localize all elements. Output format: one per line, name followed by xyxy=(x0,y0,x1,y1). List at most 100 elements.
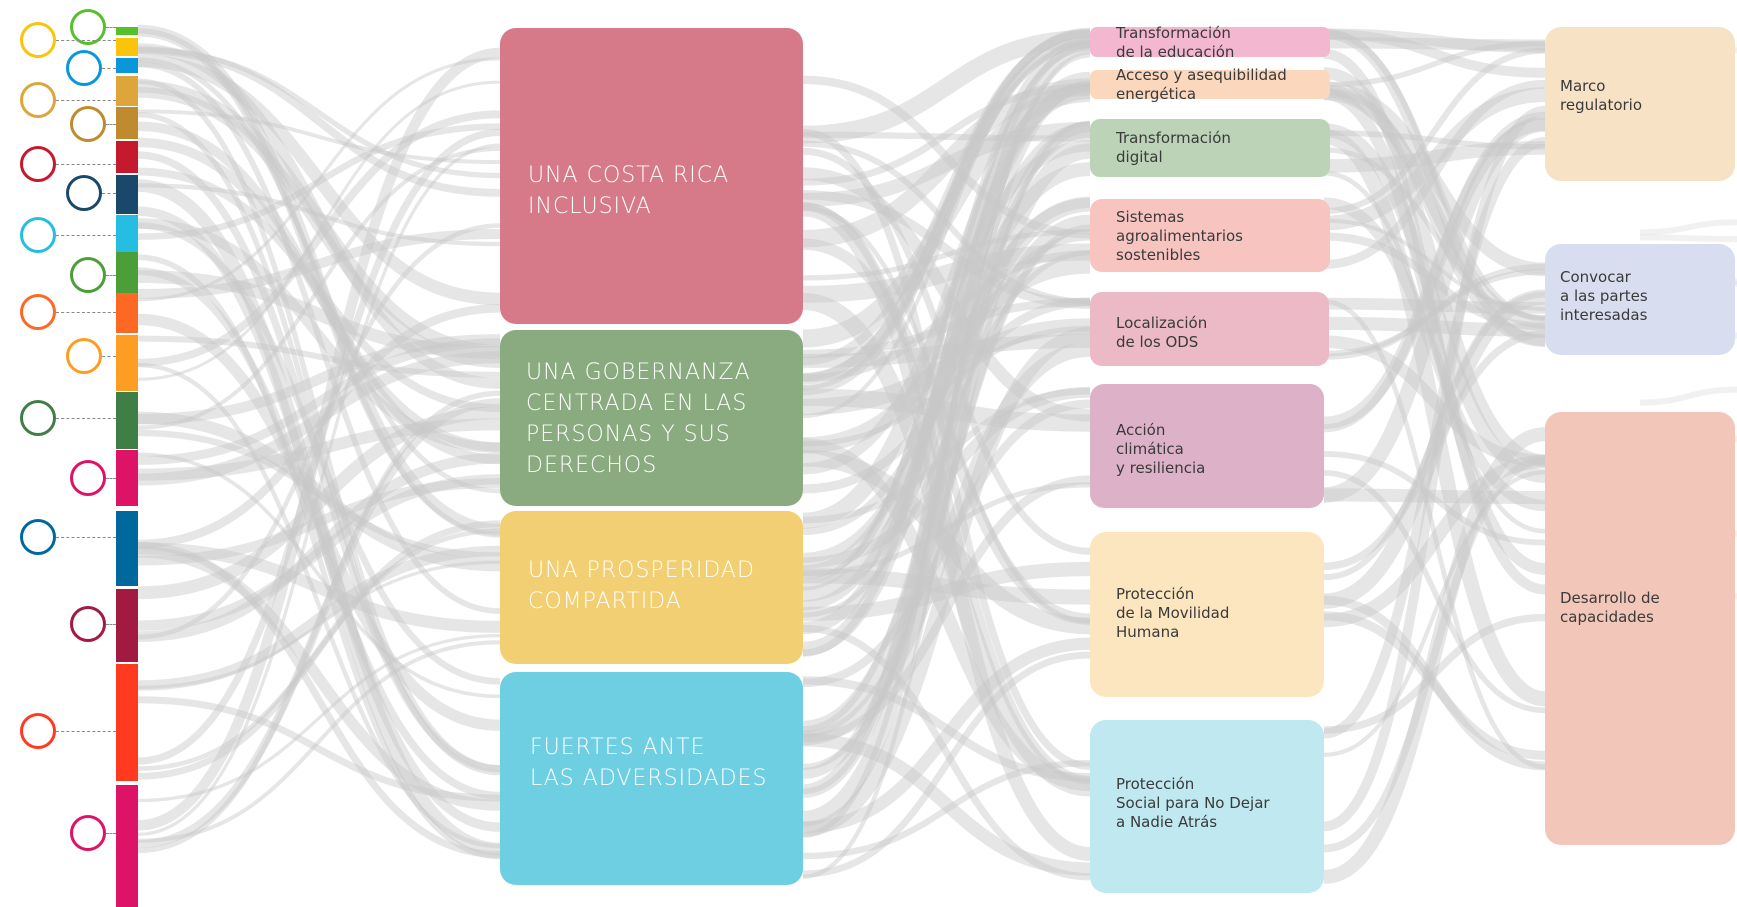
flow-ribbon xyxy=(802,162,1091,579)
flow-ribbon xyxy=(802,80,1091,635)
flow-ribbon xyxy=(137,304,501,549)
sun-icon: ☀ xyxy=(20,22,56,58)
flow-ribbon xyxy=(1323,84,1546,347)
flow-ribbon xyxy=(802,120,1091,879)
flow-ribbon xyxy=(137,418,501,481)
flow-ribbon xyxy=(137,390,501,854)
flow-ribbon xyxy=(802,257,1091,454)
flow-ribbon xyxy=(1323,28,1546,347)
sdg-bar-2 xyxy=(116,76,138,106)
partnership-icon: ✿ xyxy=(66,175,102,211)
flow-ribbon xyxy=(1323,47,1546,215)
partnership-icon-glyph: ✿ xyxy=(72,181,96,205)
water-drop-icon-glyph: ● xyxy=(26,223,50,247)
flow-ribbon xyxy=(137,222,501,685)
sdg-bar-14 xyxy=(116,58,138,73)
flow-ribbon xyxy=(1323,29,1546,322)
flow-ribbon xyxy=(1323,48,1546,595)
flow-ribbon xyxy=(802,475,1091,743)
flow-ribbon xyxy=(137,183,501,247)
flow-ribbon xyxy=(1323,40,1546,88)
flow-ribbon xyxy=(802,238,1091,625)
flow-ribbon xyxy=(137,111,501,776)
pillar-inclusiva: UNA COSTA RICA INCLUSIVA xyxy=(500,28,803,324)
flow-ribbon xyxy=(137,78,501,771)
flow-ribbon xyxy=(1323,87,1546,575)
flow-ribbon xyxy=(802,250,1091,618)
service-marco-regulatorio: Marco regulatorio xyxy=(1545,27,1735,181)
equality-icon-glyph: ⇕ xyxy=(76,821,100,845)
flow-ribbon xyxy=(1323,470,1546,714)
accelerator-energia: Acceso y asequibilidad energética xyxy=(1090,66,1330,103)
dove-icon-glyph: ✈ xyxy=(26,525,50,549)
fish-icon-glyph: ≈ xyxy=(72,56,96,80)
flow-ribbon xyxy=(137,43,501,389)
flow-ribbon xyxy=(1323,299,1546,770)
flow-ribbon xyxy=(1323,137,1546,739)
service-convocar: Convocar a las partes interesadas xyxy=(1545,244,1735,355)
flow-ribbon xyxy=(137,335,501,378)
flow-ribbon xyxy=(137,109,501,165)
flow-ribbon xyxy=(137,87,501,368)
flow-ribbon xyxy=(802,388,1091,432)
flow-ribbon xyxy=(802,327,1091,837)
tree-icon: ♣ xyxy=(70,9,106,45)
flow-ribbon xyxy=(802,28,1091,382)
flow-ribbon xyxy=(1323,37,1546,51)
dove-icon: ✈ xyxy=(20,519,56,555)
pillar-prosperidad-label: UNA PROSPERIDAD COMPARTIDA xyxy=(528,558,755,614)
flow-ribbon xyxy=(802,759,1091,860)
flow-ribbon xyxy=(802,334,1091,368)
flow-ribbon xyxy=(802,131,1091,733)
flow-ribbon xyxy=(802,292,1091,797)
accelerator-proteccion-social: Protección Social para No Dejar a Nadie … xyxy=(1090,720,1324,893)
pillar-gobernanza: UNA GOBERNANZA CENTRADA EN LAS PERSONAS … xyxy=(500,330,803,506)
sdg-connector xyxy=(56,164,116,165)
flow-ribbon xyxy=(802,399,1091,688)
accelerator-climatica-label: Acción climática y resiliencia xyxy=(1116,421,1206,477)
flow-ribbon xyxy=(802,561,1091,622)
sdg-bar-7 xyxy=(116,38,138,56)
eye-icon-glyph: ◉ xyxy=(26,406,50,430)
sdg-connector xyxy=(106,124,116,125)
sdg-connector xyxy=(56,312,116,313)
flow-ribbon xyxy=(1323,197,1546,512)
flow-ribbon xyxy=(137,228,501,299)
pillar-gobernanza-label: UNA GOBERNANZA CENTRADA EN LAS PERSONAS … xyxy=(526,360,751,478)
flow-ribbon xyxy=(137,334,501,425)
flow-ribbon xyxy=(137,110,501,367)
service-desarrollo-capacidades: Desarrollo de capacidades xyxy=(1545,412,1735,845)
flow-ribbon xyxy=(802,387,1091,524)
flow-ribbon xyxy=(1323,81,1546,277)
flow-ribbon xyxy=(802,42,1091,391)
pillar-inclusiva-label: UNA COSTA RICA INCLUSIVA xyxy=(528,163,730,219)
heartbeat-icon: ♥ xyxy=(70,257,106,293)
flow-ribbon xyxy=(1323,111,1546,433)
flow-ribbon xyxy=(802,121,1091,779)
flow-ribbon xyxy=(137,218,501,453)
flow-ribbon xyxy=(137,123,501,240)
flow-ribbon xyxy=(137,57,501,494)
city-icon-glyph: ▥ xyxy=(72,344,96,368)
flow-ribbon xyxy=(802,568,1091,605)
flow-ribbon xyxy=(137,429,501,560)
flow-ribbon xyxy=(137,478,501,566)
flow-ribbon xyxy=(802,143,1091,827)
accelerator-educacion: Transformación de la educación xyxy=(1090,24,1330,61)
flow-ribbon xyxy=(802,224,1091,770)
flow-ribbon xyxy=(1323,105,1546,832)
flow-ribbon xyxy=(137,47,501,179)
flow-ribbon xyxy=(802,297,1091,359)
sdg-bar-5 xyxy=(116,664,138,781)
flow-ribbon xyxy=(1323,147,1546,321)
flow-ribbon xyxy=(802,41,1091,657)
flow-ribbon xyxy=(137,206,501,832)
flow-ribbon xyxy=(137,61,501,614)
flow-ribbon xyxy=(802,676,1091,782)
flow-ribbon xyxy=(1323,67,1546,467)
flow-ribbon xyxy=(137,167,501,413)
flow-ribbon xyxy=(1323,28,1546,53)
flow-ribbon xyxy=(1323,456,1546,853)
sdg-connector xyxy=(106,478,116,479)
